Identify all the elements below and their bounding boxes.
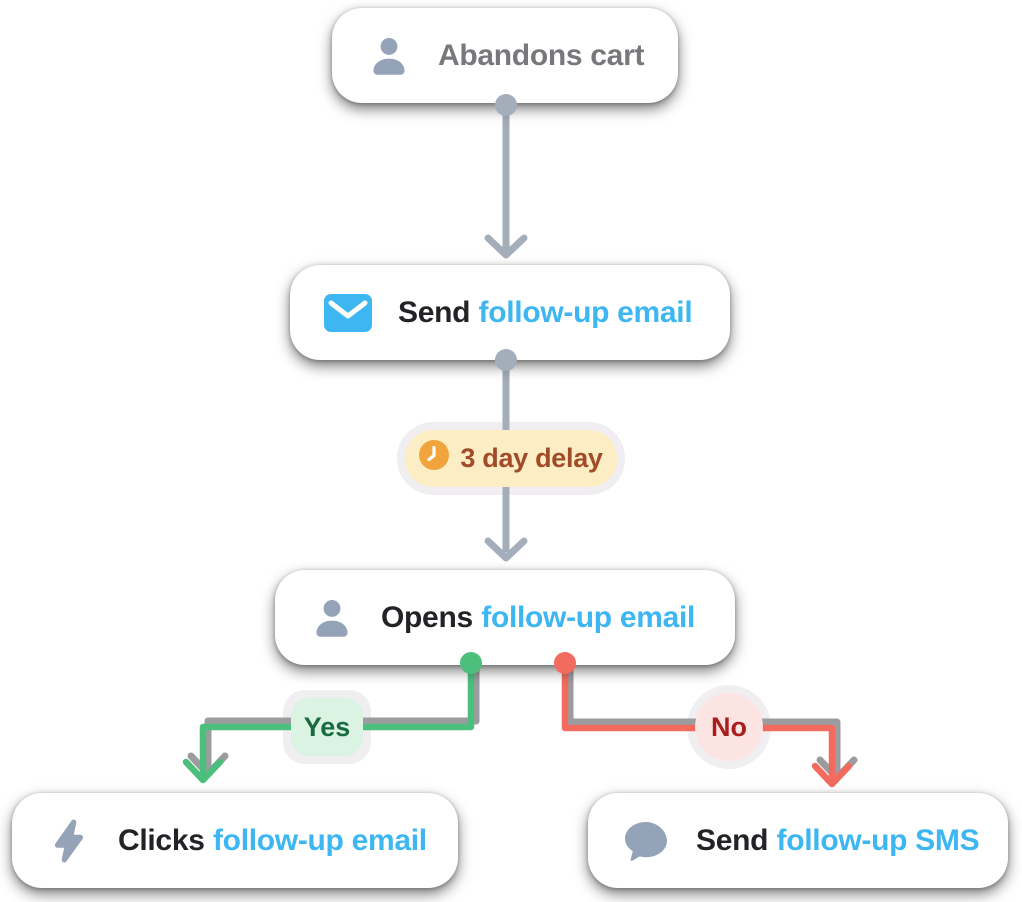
delay-badge[interactable]: 3 day delay bbox=[405, 430, 617, 487]
node-label-highlight: follow-up email bbox=[481, 600, 696, 634]
node-label-prefix: Opens bbox=[381, 600, 473, 634]
delay-badge-label: 3 day delay bbox=[460, 443, 603, 473]
person-icon bbox=[366, 33, 412, 79]
node-label-prefix: Send bbox=[398, 295, 471, 329]
node-label-highlight: follow-up SMS bbox=[776, 823, 980, 857]
no-label-text: No bbox=[711, 711, 747, 742]
branch-label-yes: Yes bbox=[291, 698, 363, 756]
port-opens-yes-output[interactable] bbox=[460, 652, 482, 674]
yes-label-text: Yes bbox=[303, 711, 351, 742]
chat-bubble-icon bbox=[622, 819, 670, 863]
edge-no-arrowhead bbox=[811, 762, 853, 788]
node-label-prefix: Send bbox=[696, 823, 769, 857]
node-label-prefix: Clicks bbox=[118, 823, 205, 857]
edge-trigger-arrowhead bbox=[484, 234, 528, 259]
bolt-icon bbox=[46, 818, 92, 864]
clock-icon bbox=[419, 440, 450, 477]
edge-yes-arrowhead bbox=[182, 758, 224, 784]
node-label-highlight: follow-up email bbox=[212, 823, 427, 857]
port-opens-no-output[interactable] bbox=[554, 652, 576, 674]
edge-email-arrowhead bbox=[484, 537, 528, 562]
branch-label-no: No bbox=[695, 693, 763, 761]
node-label-highlight: follow-up email bbox=[478, 295, 693, 329]
node-trigger-abandons-cart[interactable]: Abandons cart bbox=[332, 8, 678, 103]
envelope-icon bbox=[324, 293, 372, 332]
person-icon bbox=[309, 595, 355, 641]
port-email-output[interactable] bbox=[495, 349, 517, 371]
port-trigger-output[interactable] bbox=[495, 94, 517, 116]
node-label: Abandons cart bbox=[438, 38, 645, 72]
